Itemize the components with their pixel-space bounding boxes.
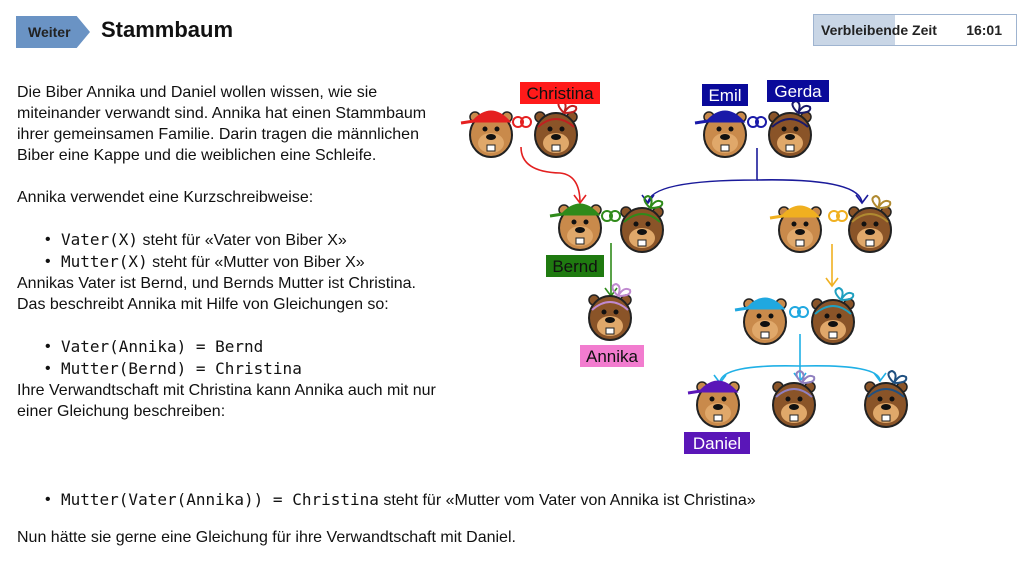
beaver-annika bbox=[588, 282, 632, 341]
arrow-line bbox=[756, 179, 863, 204]
bow-icon bbox=[611, 282, 632, 297]
cap-icon bbox=[734, 297, 786, 312]
name-label-gerda: Gerda bbox=[767, 80, 829, 102]
list-text: steht für «Mutter vom Vater von Annika i… bbox=[378, 492, 756, 509]
arrow-line bbox=[799, 364, 881, 382]
beaver-female-cyan bbox=[811, 286, 855, 345]
code: Mutter(Bernd) = Christina bbox=[61, 359, 302, 378]
beaver-male-cyan bbox=[734, 297, 787, 345]
remaining-time: Verbleibende Zeit 16:01 bbox=[813, 14, 1017, 46]
beaver-male-red bbox=[460, 110, 513, 158]
beaver-female-teal bbox=[864, 369, 908, 428]
name-label-christina: Christina bbox=[520, 82, 600, 104]
intro-paragraph: Die Biber Annika und Daniel wollen wisse… bbox=[17, 84, 427, 164]
bow-icon bbox=[791, 99, 812, 114]
arrowhead-icon bbox=[825, 277, 839, 288]
name-label-daniel: Daniel bbox=[684, 432, 750, 454]
bow-icon bbox=[834, 286, 855, 301]
code: Vater(Annika) = Bernd bbox=[61, 337, 264, 356]
beaver-gerda bbox=[768, 99, 812, 158]
list-item: Mutter(Bernd) = Christina bbox=[17, 358, 437, 380]
list-item: Mutter(X) steht für «Mutter von Biber X» bbox=[17, 251, 437, 273]
rings-icon bbox=[747, 116, 767, 128]
combined-paragraph: Ihre Verwandtschaft mit Christina kann A… bbox=[17, 382, 436, 420]
arrow-line bbox=[719, 334, 801, 384]
beaver-female-lilac bbox=[772, 369, 816, 428]
list-text: steht für «Mutter von Biber X» bbox=[147, 254, 365, 271]
svg-text:Daniel: Daniel bbox=[693, 434, 741, 453]
rings-icon bbox=[828, 210, 848, 222]
timer-value: 16:01 bbox=[966, 22, 1002, 38]
cap-icon bbox=[460, 110, 512, 125]
beaver-female-green bbox=[620, 194, 664, 253]
notation-paragraph: Annika verwendet eine Kurzschreibweise: bbox=[17, 189, 314, 206]
name-label-emil: Emil bbox=[702, 84, 748, 106]
arrow-line bbox=[647, 148, 758, 204]
beaver-male-yellow bbox=[769, 205, 822, 253]
arrowhead-icon bbox=[873, 372, 887, 383]
bow-icon bbox=[643, 194, 664, 209]
list-item: Mutter(Vater(Annika)) = Christina steht … bbox=[17, 489, 1017, 511]
page-title: Stammbaum bbox=[101, 17, 234, 42]
beaver-bernd bbox=[549, 203, 602, 251]
arrow-line bbox=[520, 146, 581, 204]
cap-icon bbox=[549, 203, 601, 218]
beaver-female-yellow bbox=[848, 194, 892, 253]
arrowhead-icon bbox=[573, 194, 587, 205]
question-paragraph: Nun hätte sie gerne eine Gleichung für i… bbox=[17, 529, 516, 546]
arrowhead-icon bbox=[855, 194, 869, 205]
name-label-bernd: Bernd bbox=[546, 255, 604, 277]
svg-text:Bernd: Bernd bbox=[552, 257, 597, 276]
code: Mutter(Vater(Annika)) = Christina bbox=[61, 490, 379, 509]
bow-icon bbox=[871, 194, 892, 209]
beaver-christina bbox=[534, 99, 578, 158]
rings-icon bbox=[789, 306, 809, 318]
list-item: Vater(X) steht für «Vater von Biber X» bbox=[17, 229, 437, 251]
beaver-emil bbox=[694, 110, 747, 158]
next-button[interactable]: Weiter bbox=[16, 16, 90, 48]
task-description: Die Biber Annika und Daniel wollen wisse… bbox=[17, 82, 437, 422]
example-paragraph: Annikas Vater ist Bernd, und Bernds Mutt… bbox=[17, 275, 416, 313]
list-item: Vater(Annika) = Bernd bbox=[17, 336, 437, 358]
beaver-daniel bbox=[687, 380, 740, 428]
bow-icon bbox=[887, 369, 908, 384]
code: Vater(X) bbox=[61, 230, 139, 249]
name-label-annika: Annika bbox=[580, 345, 644, 367]
svg-text:Gerda: Gerda bbox=[774, 82, 822, 101]
rings-icon bbox=[512, 116, 532, 128]
cap-icon bbox=[694, 110, 746, 125]
svg-text:Emil: Emil bbox=[708, 86, 741, 105]
cap-icon bbox=[687, 380, 739, 395]
svg-text:Christina: Christina bbox=[526, 84, 594, 103]
list-text: steht für «Vater von Biber X» bbox=[138, 232, 347, 249]
timer-label: Verbleibende Zeit bbox=[821, 22, 937, 38]
code: Mutter(X) bbox=[61, 252, 148, 271]
svg-text:Annika: Annika bbox=[586, 347, 639, 366]
bow-icon bbox=[795, 369, 816, 384]
bottom-text: Mutter(Vater(Annika)) = Christina steht … bbox=[17, 489, 1017, 564]
rings-icon bbox=[601, 210, 621, 222]
cap-icon bbox=[769, 205, 821, 220]
